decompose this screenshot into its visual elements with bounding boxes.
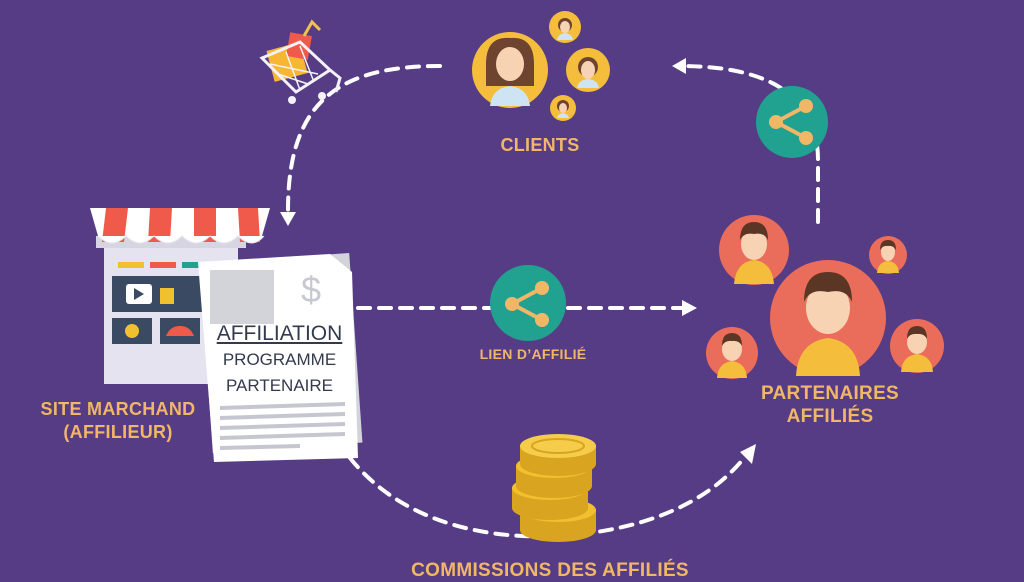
partners-label: PARTENAIRES AFFILIÉS [740, 382, 920, 428]
merchant-label: SITE MARCHAND (AFFILIEUR) [18, 398, 218, 444]
partners-label-line2: AFFILIÉS [786, 406, 874, 427]
affiliation-document: $ [198, 252, 363, 462]
partners-avatar-1 [719, 215, 789, 285]
shopping-cart-icon [259, 19, 342, 104]
arrowhead-clients [672, 58, 686, 74]
svg-text:$: $ [301, 269, 321, 310]
document-subtitle-1: PROGRAMME [222, 350, 337, 369]
partners-avatar-3 [706, 327, 758, 379]
partners-avatar-4 [890, 319, 944, 373]
clients-label: CLIENTS [500, 135, 580, 155]
arrowhead-merchant [280, 212, 296, 226]
clients-avatar-small-2 [566, 48, 610, 92]
clients-avatar-small-1 [549, 11, 581, 43]
document-title: AFFILIATION [216, 322, 343, 345]
commissions-label: COMMISSIONS DES AFFILIÉS [411, 560, 689, 581]
document-subtitle-2: PARTENAIRE [225, 376, 334, 395]
partners-avatar-2 [869, 236, 907, 274]
affiliate-link-label: LIEN D’AFFILIÉ [479, 346, 587, 362]
share-icon-link [490, 265, 566, 341]
arrow-clients-to-merchant [286, 64, 442, 212]
merchant-label-line2: (AFFILIEUR) [63, 422, 173, 442]
partners-label-line1: PARTENAIRES [760, 383, 900, 404]
arrowhead-partners [682, 300, 697, 316]
coin-stack-icon [512, 434, 596, 542]
clients-avatar-main [472, 32, 548, 108]
partners-avatar-main [770, 260, 886, 376]
arrowhead-commissions [740, 444, 756, 464]
merchant-label-line1: SITE MARCHAND [40, 399, 196, 419]
dollar-icon: $ [301, 269, 321, 310]
share-icon-partners [756, 86, 828, 158]
clients-avatar-small-3 [550, 95, 576, 121]
